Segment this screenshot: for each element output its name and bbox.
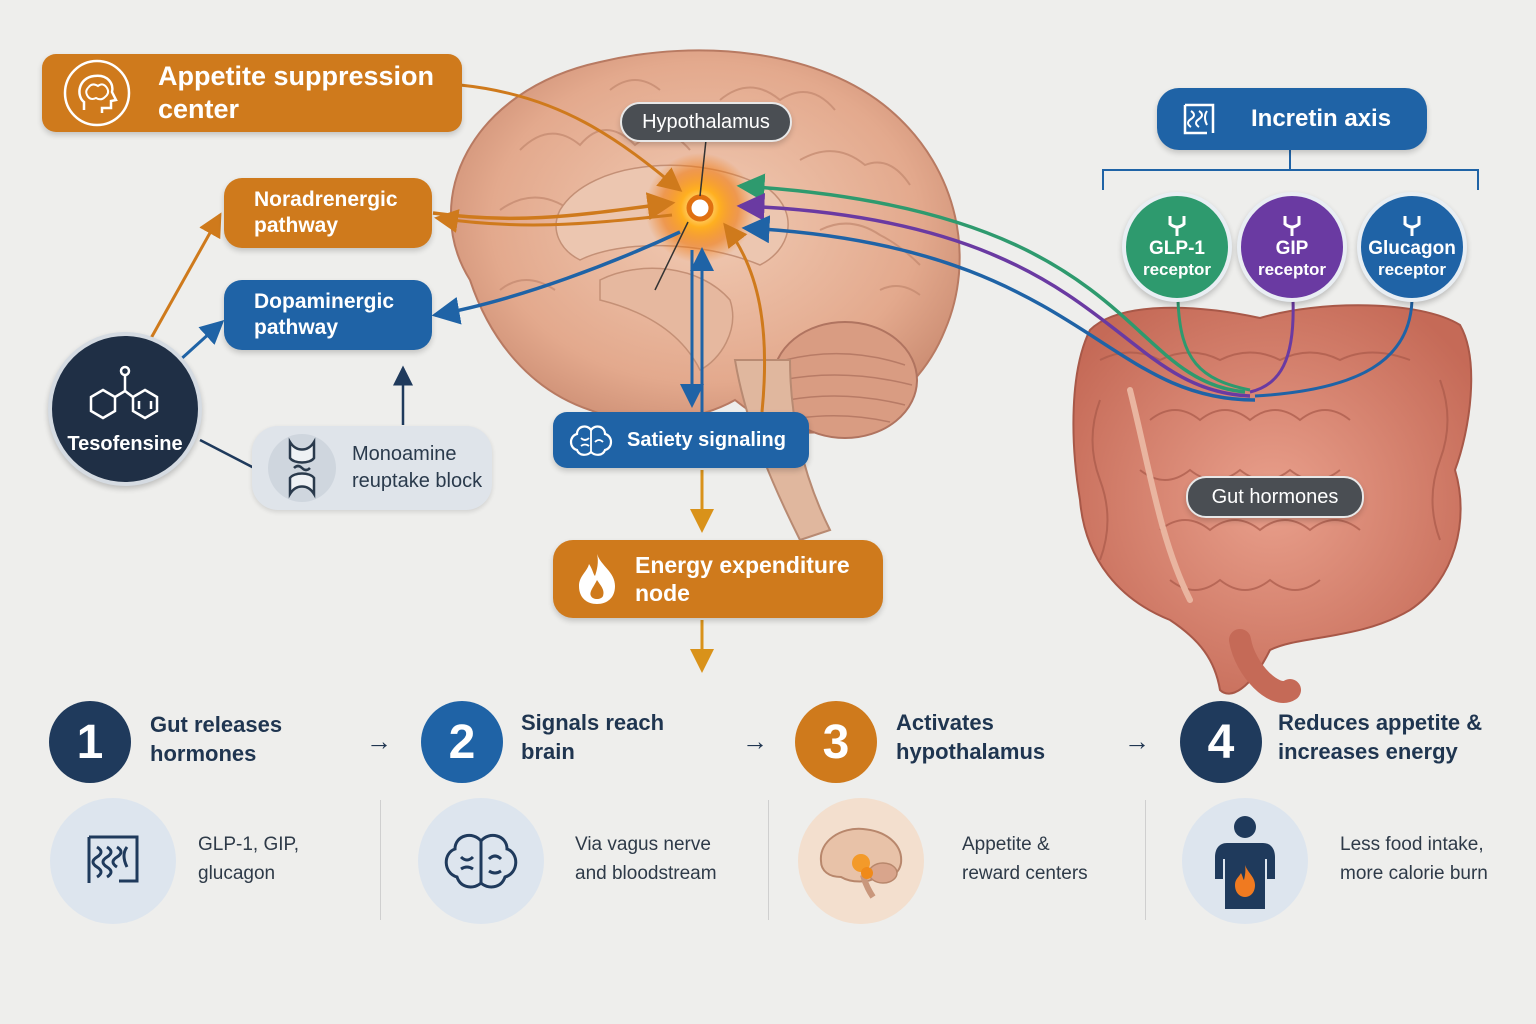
step-2-icon — [418, 798, 544, 924]
step-4-desc: Less food intake, more calorie burn — [1340, 834, 1488, 885]
satiety-box: Satiety signaling — [553, 412, 809, 468]
dopaminergic-box: Dopaminergic pathway — [224, 280, 432, 350]
brain-icon — [444, 833, 518, 889]
gip-line2: receptor — [1257, 260, 1327, 279]
molecule-icon — [89, 365, 159, 419]
brain-head-icon — [63, 59, 131, 127]
step-arrow-3: → — [1124, 726, 1150, 756]
step-2-number: 2 — [421, 701, 503, 783]
glucagon-line1: Glucagon — [1368, 238, 1456, 259]
gut-hormones-label: Gut hormones — [1211, 485, 1339, 508]
appetite-center-box: Appetite suppression center — [42, 54, 462, 132]
step-1-desc: GLP-1, GIP, glucagon — [198, 834, 300, 885]
divider-2 — [768, 800, 769, 920]
step-4-title: Reduces appetite & increases energy — [1278, 710, 1483, 764]
body-flame-icon — [1215, 816, 1275, 909]
monoamine-box: Monoamine reuptake block — [252, 426, 492, 510]
step-3-number: 3 — [795, 701, 877, 783]
gip-line1: GIP — [1275, 238, 1309, 259]
hypothalamus-label-box: Hypothalamus — [620, 102, 792, 142]
step-3-icon — [798, 798, 924, 924]
noradrenergic-box: Noradrenergic pathway — [224, 178, 432, 248]
brain-hypothalamus-icon — [819, 827, 903, 899]
monoamine-label: Monoamine reuptake block — [352, 443, 483, 492]
glucagon-receptor-node: Glucagon receptor — [1357, 192, 1467, 302]
step-3-desc: Appetite & reward centers — [962, 834, 1088, 885]
step-4-icon — [1182, 798, 1308, 924]
satiety-label: Satiety signaling — [627, 428, 786, 451]
step-1-number: 1 — [49, 701, 131, 783]
receptor-icon — [1283, 216, 1301, 236]
incretin-axis-box: Incretin axis — [1157, 88, 1427, 150]
intestine-icon — [87, 835, 139, 883]
step-2-title: Signals reach brain — [521, 710, 665, 764]
tesofensine-label: Tesofensine — [67, 432, 183, 455]
hypothalamus-label: Hypothalamus — [642, 110, 770, 133]
energy-node-label: Energy expenditure node — [635, 551, 850, 606]
step-2-desc: Via vagus nerve and bloodstream — [575, 834, 717, 885]
glucagon-line2: receptor — [1377, 260, 1447, 279]
receptor-icon — [1168, 216, 1186, 236]
step-arrow-2: → — [742, 726, 768, 756]
gut-hormones-label-box: Gut hormones — [1186, 476, 1364, 518]
synapse-icon — [268, 434, 336, 502]
gip-receptor-node: GIP receptor — [1237, 192, 1347, 302]
intestine-icon — [1183, 103, 1215, 135]
noradrenergic-label: Noradrenergic pathway — [254, 188, 398, 237]
brain-icon — [569, 425, 613, 456]
tesofensine-node: Tesofensine — [48, 332, 202, 486]
divider-1 — [380, 800, 381, 920]
glp1-line2: receptor — [1142, 260, 1212, 279]
step-3-title: Activates hypothalamus — [896, 710, 1046, 764]
glp1-receptor-node: GLP-1 receptor — [1122, 192, 1232, 302]
appetite-center-label: Appetite suppression center — [158, 61, 435, 124]
step-1-icon — [50, 798, 176, 924]
incretin-axis-label: Incretin axis — [1251, 105, 1392, 132]
divider-3 — [1145, 800, 1146, 920]
receptor-icon — [1403, 216, 1421, 236]
step-1-title: Gut releases hormones — [150, 712, 283, 766]
glp1-line1: GLP-1 — [1149, 238, 1205, 259]
dopaminergic-label: Dopaminergic pathway — [254, 290, 395, 339]
flame-icon — [579, 554, 615, 604]
energy-node-box: Energy expenditure node — [553, 540, 883, 618]
step-4-number: 4 — [1180, 701, 1262, 783]
step-arrow-1: → — [366, 726, 392, 756]
